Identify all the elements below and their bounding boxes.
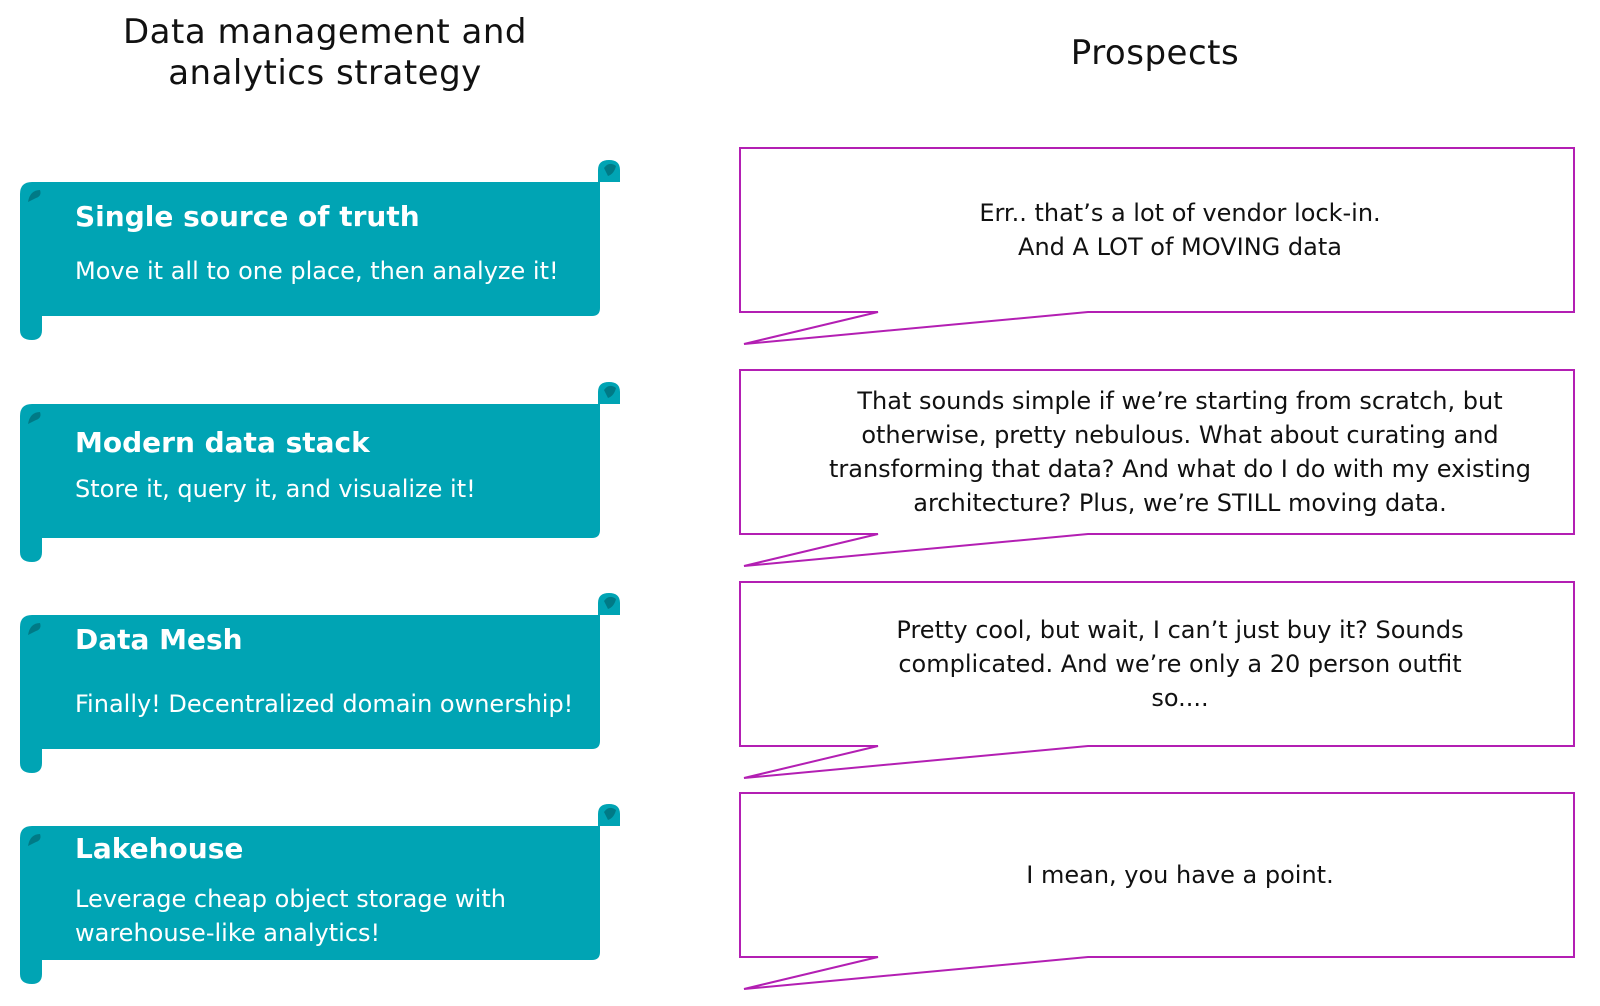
strategy-title: Modern data stack: [75, 426, 370, 459]
response-line: And A LOT of MOVING data: [1018, 233, 1342, 261]
response-line: Pretty cool, but wait, I can’t just buy …: [896, 616, 1464, 644]
scroll-body: [20, 404, 600, 562]
scroll-4: [20, 804, 620, 984]
scroll-curl-top: [604, 163, 616, 176]
scroll-curl-top: [604, 385, 616, 398]
response-line: I mean, you have a point.: [1026, 861, 1334, 889]
response-line: so....: [1151, 684, 1209, 712]
strategy-scrolls: [20, 160, 620, 984]
prospect-bubbles: [739, 147, 1575, 990]
scroll-body: [20, 182, 600, 340]
strategy-description: Store it, query it, and visualize it!: [75, 475, 476, 503]
strategy-title: Single source of truth: [75, 200, 420, 233]
scroll-body: [20, 615, 600, 773]
response-text-4: I mean, you have a point.: [780, 858, 1580, 892]
strategy-title: Data Mesh: [75, 623, 243, 656]
response-line: transforming that data? And what do I do…: [828, 455, 1532, 483]
scroll-curl-left: [28, 834, 41, 846]
scroll-curl-left: [28, 412, 41, 424]
strategy-description: Finally! Decentralized domain ownership!: [75, 690, 574, 718]
scroll-curl-top: [604, 596, 616, 609]
strategy-column-heading: Data management and analytics strategy: [122, 12, 528, 93]
scroll-3: [20, 593, 620, 773]
strategy-description: Leverage cheap object storage with wareh…: [75, 885, 506, 947]
response-text-3: Pretty cool, but wait, I can’t just buy …: [780, 613, 1580, 715]
response-line: That sounds simple if we’re starting fro…: [857, 387, 1503, 415]
speech-bubble-1: [739, 147, 1575, 345]
response-line: Err.. that’s a lot of vendor lock-in.: [979, 199, 1381, 227]
response-line: architecture? Plus, we’re STILL moving d…: [913, 489, 1447, 517]
scroll-1: [20, 160, 620, 340]
speech-bubble-3: [739, 581, 1575, 779]
response-line: otherwise, pretty nebulous. What about c…: [861, 421, 1499, 449]
speech-bubble-4: [739, 792, 1575, 990]
response-text-2: That sounds simple if we’re starting fro…: [780, 384, 1580, 520]
scroll-2: [20, 382, 620, 562]
strategy-description: Move it all to one place, then analyze i…: [75, 257, 559, 285]
speech-bubble-2: [739, 369, 1575, 567]
response-line: complicated. And we’re only a 20 person …: [898, 650, 1462, 678]
scroll-curl-left: [28, 623, 41, 635]
scroll-body: [20, 826, 600, 984]
prospects-column-heading: Prospects: [1070, 33, 1240, 73]
scroll-curl-left: [28, 190, 41, 202]
scroll-curl-top: [604, 807, 616, 820]
response-text-1: Err.. that’s a lot of vendor lock-in. And…: [780, 196, 1580, 264]
strategy-title: Lakehouse: [75, 832, 244, 865]
